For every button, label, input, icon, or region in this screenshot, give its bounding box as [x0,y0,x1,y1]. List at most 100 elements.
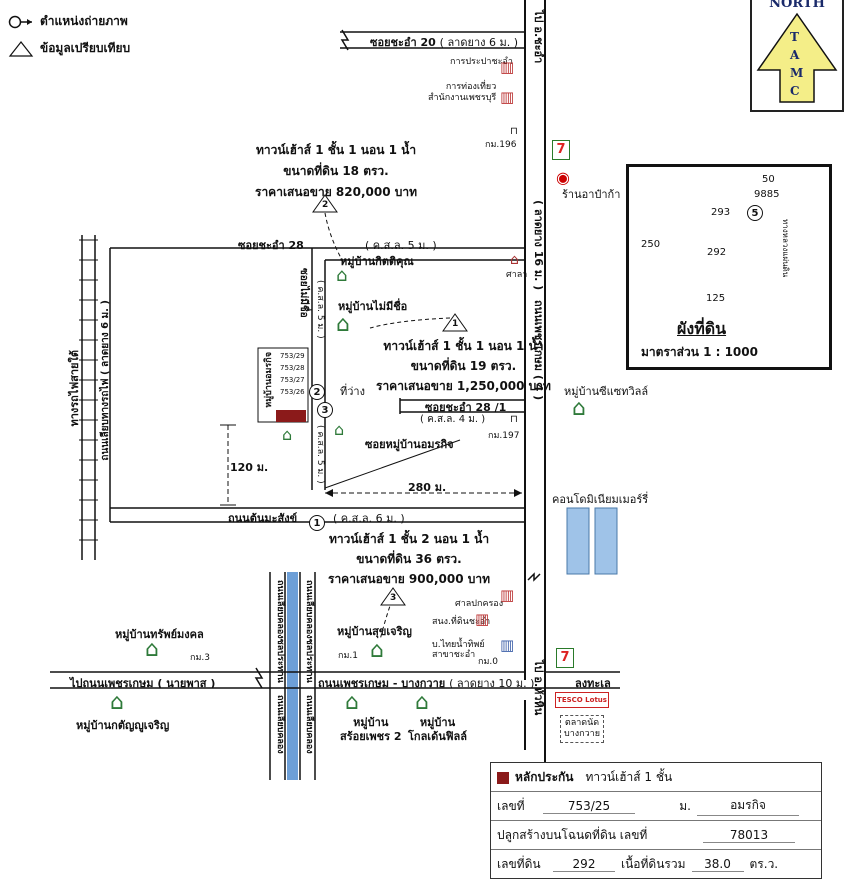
place-empty: ที่ว่าง [340,385,365,398]
legend: ตำแหน่งถ่ายภาพ ข้อมูลเปรียบเทียบ [8,12,130,58]
place-km197: กม.197 [488,431,520,441]
building-icon: ▥ [500,586,515,604]
legend-comparison-label: ข้อมูลเปรียบเทียบ [40,41,131,55]
moo-value: อมรกิจ [697,796,799,816]
place-condo: คอนโดมิเนียมเมอร์รี่ [552,493,649,506]
comparison-1: ทาวน์เฮ้าส์ 1 ชั้น 1 นอน 1 น้ำ ขนาดที่ดิ… [376,339,551,393]
distance-120: 120 ม. [230,461,269,474]
compass-north-label: NORTH [769,0,825,11]
info-row-collateral: หลักประกัน ทาวน์เฮ้าส์ 1 ชั้น [491,763,821,792]
info-row-deed: ปลูกสร้างบนโฉนดที่ดิน เลขที่ 78013 [491,821,821,850]
land-plan: 50 9885 5 293 292 250 125 ทางหลวงแผ่นดิน… [626,164,832,370]
legend-photo-point: ตำแหน่งถ่ายภาพ [8,12,130,31]
land-no-label: เลขที่ดิน [497,856,541,871]
km-post-icon: ⊓ [510,414,518,425]
road-soi28-1: ซอยชะอำ 28 /1 [425,401,507,414]
place-vill-see-sawa: หมู่บ้านซีแซทวิลล์ [564,385,649,398]
road-to-phetkasem-old: ไปถนนเพชรเกษม ( นายพาส ) [70,677,216,690]
plan-scale: มาตราส่วน 1 : 1000 [641,345,758,359]
area-unit: ตร.ว. [749,856,779,871]
place-land-office: สนง.ที่ดินชะอำ [432,617,491,627]
road-phetkasem-bangkwai: ถนนเพชรเกษม - บางกวาย ( ลาดยาง 10 ม. ) [318,677,535,690]
collateral-swatch [491,770,515,784]
road-soi28: ซอยชะอำ 28 [238,239,304,252]
info-row-number: เลขที่ 753/25 ม. อมรกิจ [491,792,821,821]
place-vill-kitikun: หมู่บ้านกิตติคุณ [340,255,414,268]
plan-top-number: 50 [762,174,775,185]
road-soi28-detail: ( ค.ส.ล. 5 ม. ) [365,239,437,252]
legend-photo-point-label: ตำแหน่งถ่ายภาพ [40,14,128,28]
place-km196: กม.196 [485,140,517,150]
road-ton-masang-detail: ( ค.ส.ล. 6 ม. ) [333,512,405,525]
moo-label: ม. [679,798,691,813]
photo-point-3: 3 [317,402,333,418]
plan-125: 125 [706,293,726,304]
house-icon: ⌂ [336,312,350,337]
place-vill-kittu-charoen: หมู่บ้านกตัญญูเจริญ [76,719,170,732]
place-vill-amornkit: หมู่บ้านอมรกิจ [264,352,274,408]
building-icon: ▥ [500,58,515,76]
place-tourism-office: การท่องเที่ยว สำนักงานเพชรบุรี [428,82,497,103]
place-sala: ศาลา [506,270,528,280]
place-km3: กม.3 [190,653,210,663]
house-icon: ⌂ [345,690,359,715]
legend-comparison: ข้อมูลเปรียบเทียบ [8,39,130,58]
land-no-value: 292 [553,857,615,872]
triangle-icon [8,40,34,57]
house-icon: ⌂ [282,425,293,444]
collateral-info: หลักประกัน ทาวน์เฮ้าส์ 1 ชั้น เลขที่ 753… [490,762,822,879]
road-to-huahin: ไป อ.หัวหิน [532,660,545,716]
seven-eleven-icon: 7 [556,648,574,668]
road-soi-no-name-detail: ( ค.ส.ล. 5 ม. ) [315,280,325,339]
area-value: 38.0 [691,857,744,872]
road-canal-bottom-right: ถนนเลียบคลอง [304,695,314,754]
plan-293: 293 [711,207,731,218]
built-label: ปลูกสร้างบนโฉนดที่ดิน เลขที่ [497,827,648,842]
road-soi-amornkit: ซอยหมู่บ้านอมรกิจ [365,438,454,451]
place-tesco: TESCO Lotus [555,692,609,708]
place-bangkwai-market: ตลาดนัด บางกวาย [560,715,604,743]
north-arrow-icon [756,12,838,103]
plan-deed-number: 9885 [754,189,780,200]
collateral-label: หลักประกัน [515,769,574,784]
place-ar-pa-ka: ร้านอาป๋าก้า [562,188,621,201]
comparison-3-number: 3 [390,593,397,603]
lot-753-28: 753/28 [280,364,305,372]
lot-753-27: 753/27 [280,376,305,384]
road-to-chaam: ไป อ.ชะอำ [532,10,545,64]
road-soi20: ซอยชะอำ 20 ( ลาดยาง 6 ม. ) [370,36,519,49]
place-km1: กม.1 [338,651,358,661]
place-vill-no-name: หมู่บ้านไม่มีชื่อ [338,300,408,313]
comparison-3: ทาวน์เฮ้าส์ 1 ชั้น 2 นอน 1 น้ำ ขนาดที่ดิ… [328,532,491,586]
house-icon: ⌂ [110,690,124,715]
north-compass: NORTH TAMC [750,0,844,112]
photo-point-icon [8,15,34,29]
photo-point-2: 2 [309,384,325,400]
place-vill-suk-charoen: หมู่บ้านสุขเจริญ [337,625,412,638]
deed-value: 78013 [703,828,795,843]
photo-point-5: 5 [747,205,763,221]
place-vill-soi-phet: หมู่บ้าน สร้อยเพชร 2 [340,716,402,743]
place-chaam-waterworks: การประปาชะอำ [450,57,513,67]
building-icon: ▥ [500,88,515,106]
lot-753-26: 753/26 [280,388,305,396]
house-icon: ⌂ [415,690,429,715]
km-post-icon: ⊓ [510,126,518,137]
house-icon: ⌂ [334,420,345,439]
house-icon: ⌂ [336,265,348,286]
comparison-1-number: 1 [452,319,459,329]
road-soi28-1-detail: ( ค.ส.ล. 4 ม. ) [420,414,486,425]
place-district-office: ศาลปกครอง [455,599,504,609]
building-icon: ▥ [475,610,490,628]
comparison-2-number: 2 [322,200,329,210]
comparison-2: ทาวน์เฮ้าส์ 1 ชั้น 1 นอน 1 น้ำ ขนาดที่ดิ… [255,143,418,199]
road-rail: ทางรถไฟสายใต้ [68,350,81,427]
road-canal-bottom-left: ถนนเลียบคลอง [275,695,285,754]
road-soi-amornkit-detail: ( ค.ส.ล. 5 ม. ) [315,425,325,484]
shop-icon: ◉ [556,168,570,187]
house-icon: ⌂ [572,396,586,421]
road-soi-no-name: ซอยไม่มีชื่อ [298,268,309,318]
place-vill-sap-mongkol: หมู่บ้านทรัพย์มงคล [115,628,204,641]
road-ton-masang: ถนนต้นมะสังข์ [228,512,298,525]
plan-250: 250 [641,239,661,250]
